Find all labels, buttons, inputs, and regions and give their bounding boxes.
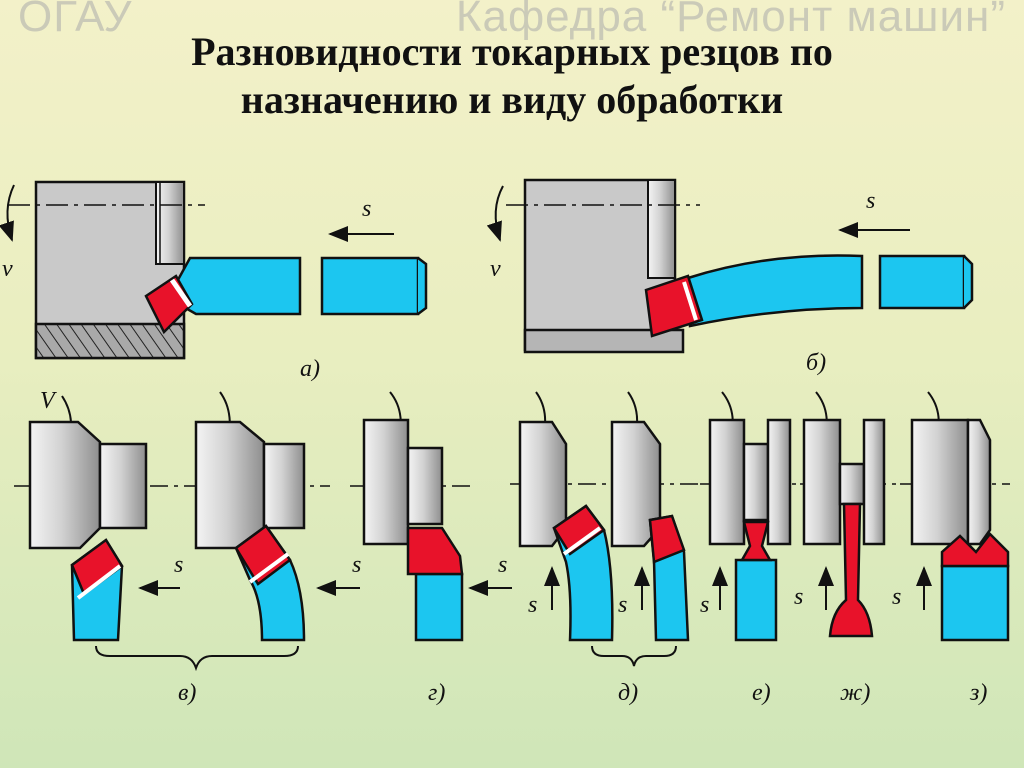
title-line-1: Разновидности токарных резцов по <box>191 29 833 74</box>
workpiece-zh <box>802 418 842 546</box>
tool-body-e <box>734 558 778 642</box>
tool-insert-d2 <box>648 514 686 564</box>
tool-insert-d1 <box>552 504 606 556</box>
tool-insert-z <box>940 532 1010 568</box>
feed-label-v1: s <box>174 552 183 578</box>
figure-label-e: е) <box>752 680 771 706</box>
brace-d <box>591 645 677 667</box>
feed-label-z: s <box>892 584 901 610</box>
tool-body-b <box>686 254 864 328</box>
tool-body-z <box>940 564 1010 642</box>
chip-layer-b <box>523 328 685 354</box>
tool-insert-e <box>739 520 773 562</box>
figure-label-z: з) <box>969 680 987 706</box>
tool-insert-g <box>406 526 464 576</box>
figure-label-b: б) <box>806 350 826 376</box>
watermark-organization: ОГАУ <box>18 0 133 41</box>
figure-b: v s б) <box>486 178 974 376</box>
speed-label-v: V <box>40 388 57 414</box>
figure-label-a: а) <box>300 356 320 382</box>
title-line-2: назначению и виду обработки <box>240 77 784 122</box>
figure-e: s е) <box>700 391 800 706</box>
workpiece-b-shoulder <box>647 179 676 279</box>
feed-label-a: s <box>362 196 371 222</box>
tool-shank-a <box>320 256 420 316</box>
workpiece-z <box>910 418 970 546</box>
workpiece-v2 <box>194 420 266 550</box>
speed-label-b: v <box>490 256 501 282</box>
rotation-arrow-b <box>486 185 504 242</box>
feed-label-d1: s <box>528 592 537 618</box>
feed-label-v2: s <box>352 552 361 578</box>
feed-label-e: s <box>700 592 709 618</box>
feed-label-d2: s <box>618 592 627 618</box>
figure-zh: s ж) <box>794 391 900 706</box>
workpiece-e <box>708 418 746 546</box>
speed-label-a: v <box>2 256 13 282</box>
figure-a: v s а) <box>0 180 428 382</box>
figure-g: s г) <box>350 391 512 706</box>
slide-title: Разновидности токарных резцов по назначе… <box>0 28 1024 124</box>
tool-insert-v1 <box>70 538 124 596</box>
feed-label-b: s <box>866 188 875 214</box>
workpiece-v1 <box>28 420 102 550</box>
feed-label-g: s <box>498 552 507 578</box>
brace-v <box>95 645 299 672</box>
tool-shank-b <box>878 254 966 310</box>
watermark-department: Кафедра “Ремонт машин” <box>455 0 1006 41</box>
feed-label-zh: s <box>794 584 803 610</box>
figure-z: s з) <box>892 391 1010 706</box>
tool-body-zh <box>828 502 874 638</box>
figure-v: V s s в) <box>14 388 361 706</box>
figure-label-zh: ж) <box>840 680 870 706</box>
workpiece-g <box>362 418 410 546</box>
figure-label-v: в) <box>178 680 196 706</box>
tool-insert-v2 <box>234 524 292 586</box>
figure-label-d: д) <box>618 680 638 706</box>
watermark-header: ОГАУ Кафедра “Ремонт машин” <box>0 0 1024 46</box>
figure-label-g: г) <box>428 680 445 706</box>
chip-layer-a <box>34 322 186 360</box>
tool-body-g <box>414 572 464 642</box>
figure-d: s s д) <box>510 391 700 706</box>
rotation-arrow-a <box>0 184 15 242</box>
